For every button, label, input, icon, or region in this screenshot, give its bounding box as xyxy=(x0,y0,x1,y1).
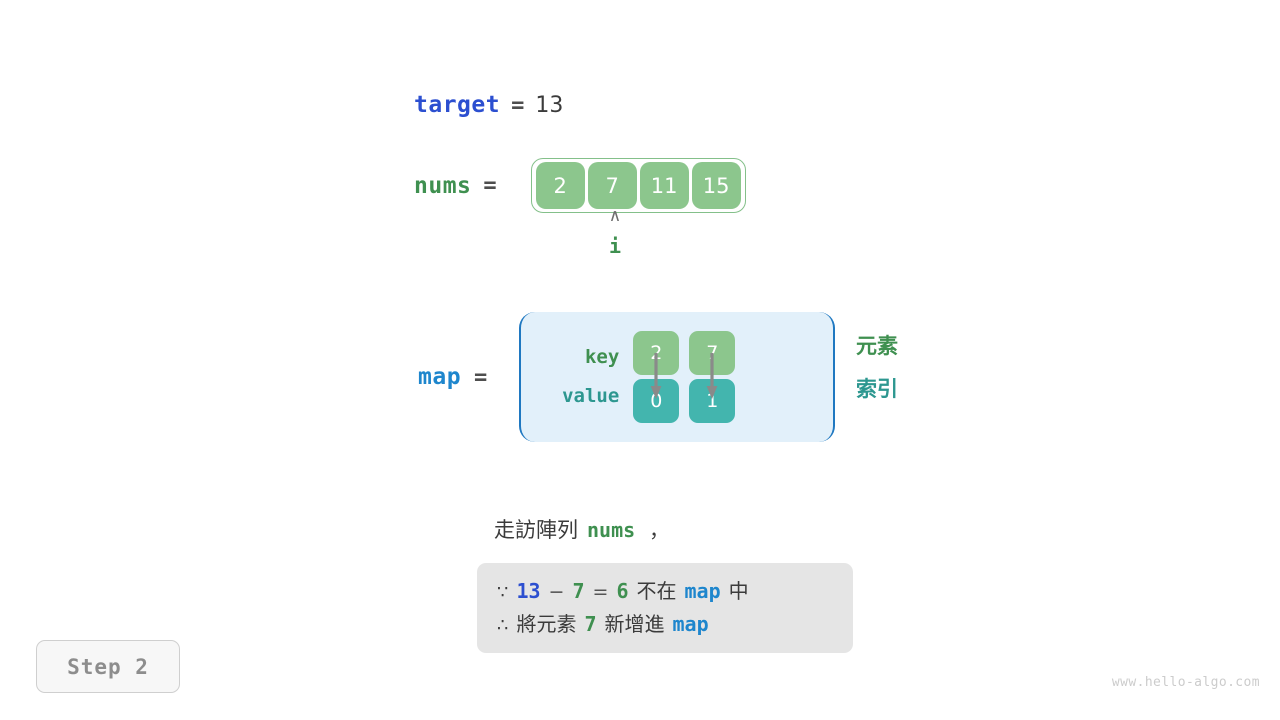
nums-variable-name: nums xyxy=(414,172,472,199)
explanation-line-1: ∵ 13 − 7 = 6 不在 map 中 xyxy=(497,575,833,608)
map-legend: 元素 索引 xyxy=(856,336,898,400)
equals-operator: = xyxy=(592,581,609,603)
target-value: 13 xyxy=(535,93,564,118)
caption-code-nums: nums xyxy=(587,518,636,542)
target-row: target = 13 xyxy=(414,92,563,118)
legend-element-label: 元素 xyxy=(856,334,898,358)
legend-index-label: 索引 xyxy=(856,377,898,401)
map-equals-sign: = xyxy=(474,364,488,390)
array-cell: 15 xyxy=(691,162,741,209)
watermark: www.hello-algo.com xyxy=(1111,675,1260,690)
explanation-box: ∵ 13 − 7 = 6 不在 map 中 ∴ 將元素 7 新增進 map xyxy=(477,563,853,654)
map-reference: map xyxy=(684,579,721,603)
pointer-label: i xyxy=(608,234,622,258)
map-row-labels: key value xyxy=(521,348,633,406)
target-equals-sign: = xyxy=(511,93,525,118)
map-key-label: key xyxy=(584,346,620,368)
target-number: 13 xyxy=(516,579,541,603)
in-text: 中 xyxy=(728,579,749,603)
caption-punctuation: ， xyxy=(649,518,670,542)
map-variable-name: map xyxy=(418,364,462,390)
map-entry: 7 1 xyxy=(689,331,736,423)
map-key-cell: 2 xyxy=(633,331,680,375)
current-number: 7 xyxy=(572,579,585,603)
add-element-text: 將元素 xyxy=(516,611,577,636)
map-value-cell: 0 xyxy=(633,379,680,423)
element-number: 7 xyxy=(584,611,597,636)
map-row: map = key value 2 0 7 1 xyxy=(418,312,836,442)
map-key-cell: 7 xyxy=(689,331,736,375)
minus-operator: − xyxy=(548,581,565,603)
caption-text: 走訪陣列 xyxy=(494,518,578,542)
explanation-line-2: ∴ 將元素 7 新增進 map xyxy=(497,608,833,640)
because-symbol: ∵ xyxy=(497,582,509,603)
array-cell: 11 xyxy=(639,162,689,209)
map-entry: 2 0 xyxy=(633,331,680,423)
array-cell: 2 xyxy=(535,162,585,209)
caption-line: 走訪陣列 nums ， xyxy=(494,514,669,544)
difference-number: 6 xyxy=(616,579,629,603)
map-value-label: value xyxy=(562,385,620,407)
step-badge: Step 2 xyxy=(36,640,180,693)
nums-array: 2 7 11 15 xyxy=(530,158,746,213)
not-in-text: 不在 xyxy=(636,579,677,603)
nums-row: nums = 2 7 11 15 xyxy=(414,158,746,213)
map-reference: map xyxy=(672,611,709,636)
therefore-symbol: ∴ xyxy=(497,614,509,636)
index-pointer: ∧ i xyxy=(600,206,630,258)
array-cell: 7 xyxy=(587,162,637,209)
map-container: key value 2 0 7 1 xyxy=(519,312,836,442)
insert-into-text: 新增進 xyxy=(604,611,665,636)
target-variable-name: target xyxy=(414,92,501,118)
map-entries: 2 0 7 1 xyxy=(633,331,736,423)
nums-equals-sign: = xyxy=(483,173,497,198)
map-value-cell: 1 xyxy=(689,379,736,423)
pointer-caret-icon: ∧ xyxy=(608,206,622,226)
